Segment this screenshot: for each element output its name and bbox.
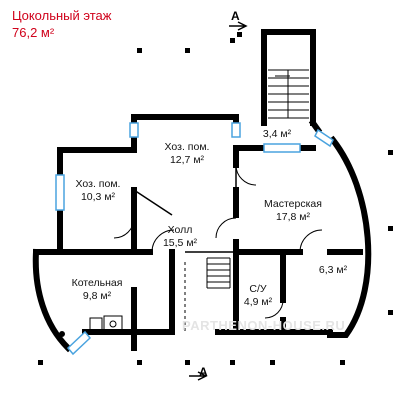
section-mark-bottom: А — [199, 365, 208, 379]
room-area: 15,5 м² — [162, 237, 198, 249]
room-boiler: Котельная 9,8 м² — [72, 277, 123, 303]
room-small: 6,3 м² — [319, 264, 347, 277]
room-storage-1: Хоз. пом. 12,7 м² — [165, 141, 210, 167]
watermark: PARTHENON-HOUSE.RU — [182, 318, 346, 333]
room-name: Котельная — [71, 277, 123, 289]
thin-walls — [133, 148, 237, 253]
room-name: С/У — [249, 283, 267, 295]
total-area: 76,2 м² — [12, 25, 55, 40]
room-workshop: Мастерская 17,8 м² — [264, 198, 322, 224]
door-swings — [113, 164, 323, 319]
floor-title: Цокольный этаж — [12, 8, 112, 23]
room-hall: Холл 15,5 м² — [163, 224, 197, 250]
section-line-marks — [189, 21, 248, 381]
boiler-equipment — [59, 315, 123, 337]
room-bathroom: С/У 4,9 м² — [244, 283, 272, 309]
column-marks — [38, 32, 393, 365]
room-name: Хоз. пом. — [164, 141, 210, 153]
room-area: 3,4 м² — [262, 128, 292, 140]
room-area: 10,3 м² — [80, 191, 116, 203]
stairs — [206, 69, 309, 289]
section-mark-top: А — [231, 9, 240, 23]
room-area: 6,3 м² — [318, 264, 348, 276]
windows — [55, 122, 334, 356]
room-area: 9,8 м² — [82, 290, 112, 302]
room-name: Холл — [167, 224, 193, 236]
room-stair-hall: 3,4 м² — [263, 128, 291, 141]
room-area: 4,9 м² — [243, 296, 273, 308]
room-area: 17,8 м² — [275, 211, 311, 223]
room-name: Хоз. пом. — [75, 178, 121, 190]
room-name: Мастерская — [264, 198, 322, 210]
room-storage-2: Хоз. пом. 10,3 м² — [76, 178, 121, 204]
room-area: 12,7 м² — [169, 154, 205, 166]
